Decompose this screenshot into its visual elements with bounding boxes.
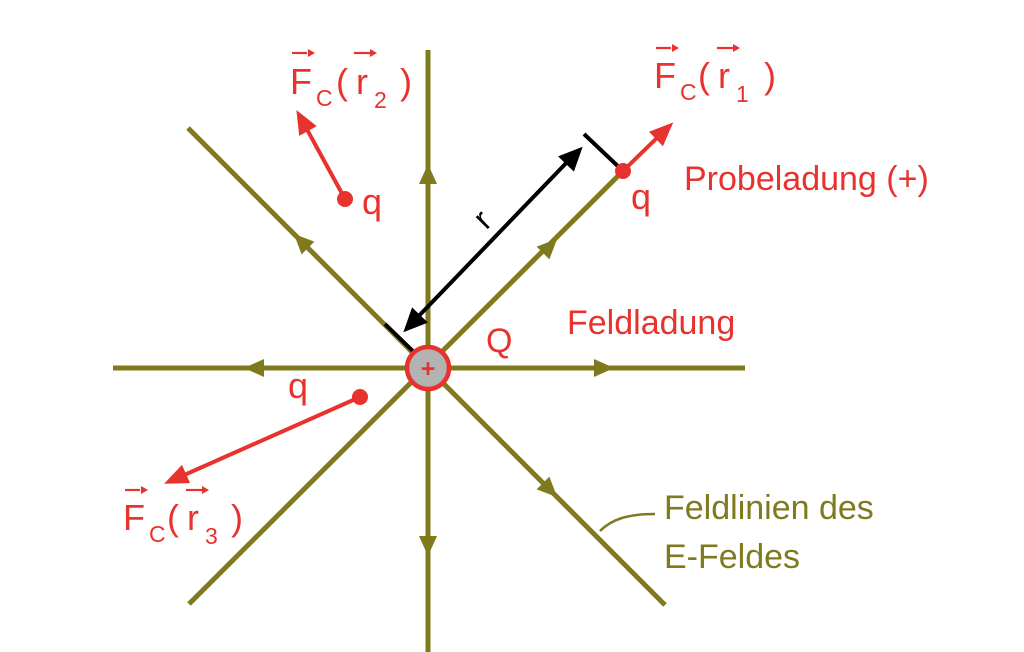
force-arrow-2-shaft — [302, 123, 347, 200]
force-label-1-F: F — [654, 55, 676, 96]
field-arrow-left — [244, 359, 264, 377]
test-charge-3-label: q — [288, 365, 308, 406]
force-arrow-1-shaft — [621, 131, 664, 173]
field-charge: + — [404, 344, 452, 392]
force-label-1-r: r — [718, 55, 730, 96]
distance-arrowhead-end — [558, 146, 583, 172]
vector-arrow-icon — [125, 486, 148, 494]
force-label-2: F C ( r 2 ) — [290, 49, 412, 113]
field-arrow-up-right — [536, 238, 558, 260]
force-label-2-F: F — [290, 61, 312, 102]
force-label-3-F: F — [123, 497, 145, 538]
force-label-3: F C ( r 3 ) — [123, 486, 243, 549]
field-charge-circle — [404, 344, 452, 392]
force-arrow-3-shaft — [181, 395, 361, 478]
feldlinien-label-line1: Feldlinien des — [664, 489, 874, 527]
feldladung-label: Feldladung — [567, 304, 735, 342]
test-charge-3-dot — [352, 389, 368, 405]
feldlinien-leader-line — [599, 512, 656, 532]
field-arrow-right — [594, 359, 614, 377]
field-arrow-down — [419, 536, 437, 556]
distance-label: r — [466, 202, 499, 235]
field-arrow-up — [419, 164, 437, 184]
feldlinien-label-line2: E-Feldes — [664, 538, 800, 576]
force-label-1-index: 1 — [736, 81, 749, 107]
field-arrow-down-right — [536, 476, 558, 498]
force-label-3-paren-open: ( — [167, 497, 179, 538]
field-charge-label: Q — [486, 322, 512, 360]
force-label-2-r: r — [356, 61, 368, 102]
field-arrow-up-left — [293, 233, 315, 255]
force-label-3-sub: C — [149, 521, 166, 547]
force-label-2-index: 2 — [374, 87, 387, 113]
force-label-1-sub: C — [680, 79, 697, 105]
force-label-3-r: r — [187, 497, 199, 538]
test-charge-2-dot — [337, 191, 353, 207]
force-arrow-3-head — [164, 464, 191, 484]
force-label-1-paren-close: ) — [764, 55, 776, 96]
force-label-1-paren-open: ( — [698, 55, 710, 96]
vector-arrow-icon — [656, 44, 679, 52]
force-label-3-index: 3 — [205, 523, 218, 549]
vector-arrow-icon — [354, 49, 377, 57]
distance-arrow-shaft — [411, 155, 574, 324]
probeladung-label: Probeladung (+) — [684, 160, 929, 198]
vector-arrow-icon — [186, 486, 209, 494]
force-label-3-paren-close: ) — [231, 497, 243, 538]
field-charge-sign: + — [421, 355, 436, 383]
test-charge-1-label: q — [631, 176, 651, 217]
force-label-2-sub: C — [316, 85, 333, 111]
force-label-1: F C ( r 1 ) — [654, 44, 776, 107]
force-label-2-paren-close: ) — [400, 61, 412, 102]
test-charge-1-dot — [615, 163, 631, 179]
distance-tick-center — [383, 322, 420, 358]
force-label-2-paren-open: ( — [336, 61, 348, 102]
distance-arrowhead-start — [403, 307, 428, 333]
force-arrow-2-head — [296, 110, 317, 136]
vector-arrow-icon — [717, 44, 740, 52]
field-line-diagonal-up — [187, 169, 625, 606]
distance-tick-outer — [582, 132, 625, 173]
vector-arrow-icon — [292, 49, 315, 57]
test-charge-2-label: q — [362, 181, 382, 222]
force-arrow-1-head — [649, 122, 674, 147]
